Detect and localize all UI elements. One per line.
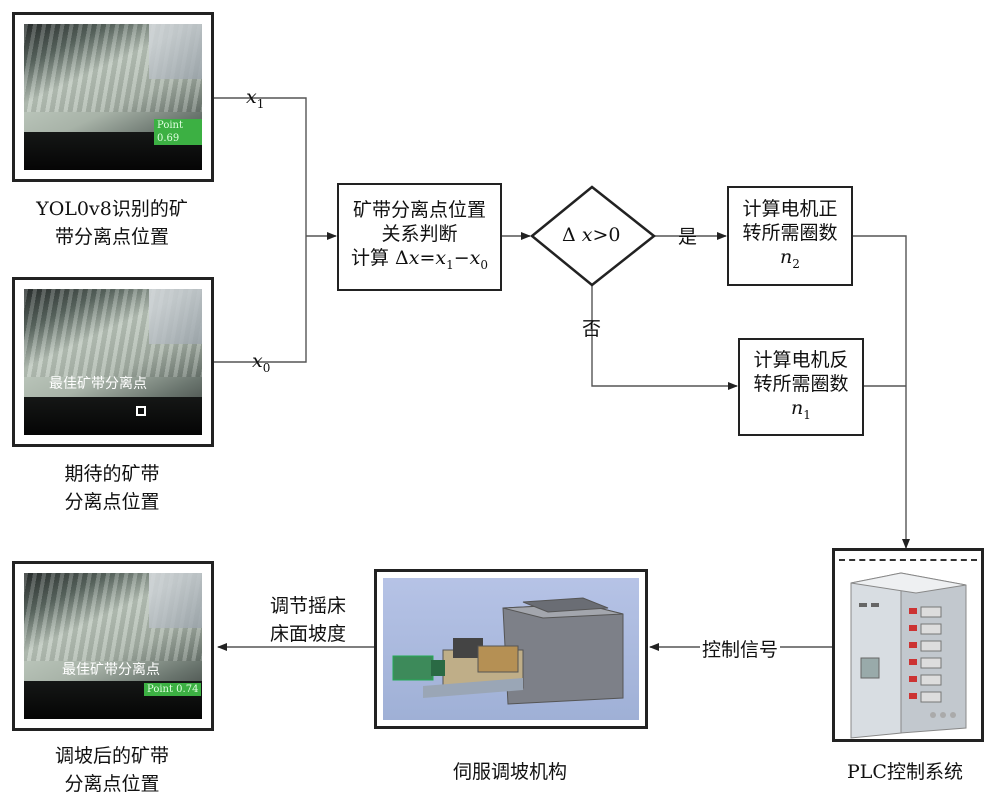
control-signal-label: 控制信号 bbox=[700, 635, 781, 662]
yes-label: 是 bbox=[678, 226, 698, 248]
reverse-rotation-box: 计算电机反 转所需圈数 n1 bbox=[738, 338, 864, 436]
photo-after-adjust: 最佳矿带分离点 Point 0.74 bbox=[12, 561, 214, 731]
optimal-point-overlay: 最佳矿带分离点 bbox=[62, 662, 160, 678]
servo-cad-model bbox=[392, 597, 624, 705]
point-confidence-label: Point 0.69 bbox=[154, 119, 202, 145]
position-judgement-box: 矿带分离点位置 关系判断 计算 Δx=x1−x0 bbox=[337, 183, 502, 291]
x1-label: x1 bbox=[246, 86, 265, 111]
forward-to-plc bbox=[849, 235, 910, 549]
decision-diamond bbox=[530, 185, 657, 287]
no-label: 否 bbox=[582, 318, 602, 340]
optimal-point-overlay: 最佳矿带分离点 bbox=[49, 376, 147, 392]
photo-yolo-detection: Point 0.69 bbox=[12, 12, 214, 182]
plc-caption: PLC控制系统 bbox=[847, 761, 963, 783]
photo-expected: 最佳矿带分离点 bbox=[12, 277, 214, 447]
servo-caption: 伺服调坡机构 bbox=[452, 761, 567, 783]
x1-connector bbox=[213, 97, 307, 236]
servo-mechanism-image bbox=[374, 569, 648, 729]
photo2-caption: 期待的矿带 分离点位置 bbox=[64, 463, 160, 513]
x0-label: x0 bbox=[252, 350, 271, 375]
delta-formula: 计算 Δx=x1−x0 bbox=[350, 246, 489, 272]
optimal-point-marker bbox=[136, 406, 146, 416]
cabinet-icon bbox=[850, 572, 967, 739]
forward-rotation-box: 计算电机正 转所需圈数 n2 bbox=[727, 186, 853, 286]
x0-connector bbox=[213, 236, 307, 363]
photo1-caption: YOL0v8识别的矿 带分离点位置 bbox=[36, 198, 188, 248]
no-connector bbox=[591, 285, 738, 390]
adjust-slope-label: 调节摇床 床面坡度 bbox=[269, 595, 346, 645]
plc-system-image bbox=[832, 548, 984, 742]
decision-condition: Δ x>0 bbox=[562, 224, 621, 246]
photo3-caption: 调坡后的矿带 分离点位置 bbox=[54, 745, 169, 795]
point-confidence-label: Point 0.74 bbox=[144, 683, 202, 696]
